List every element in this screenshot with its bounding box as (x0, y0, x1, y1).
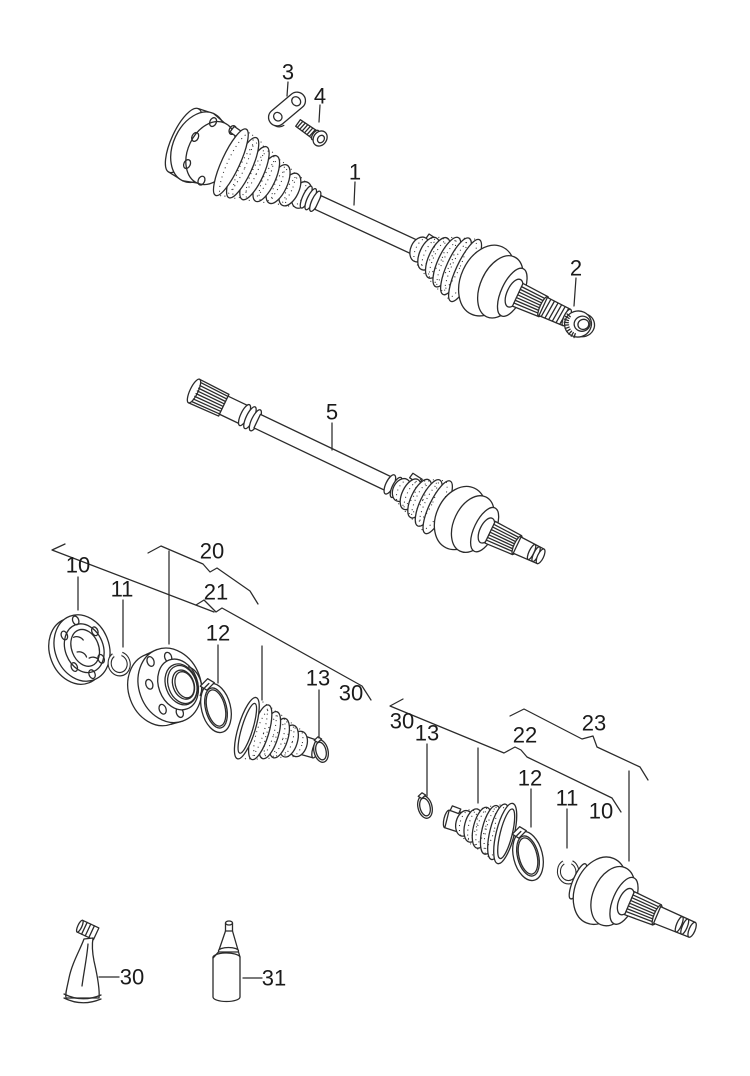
callout-left-13[interactable]: 13 (306, 666, 330, 691)
cv-joint-right-artwork (568, 856, 697, 938)
callout-right-11[interactable]: 11 (556, 786, 579, 811)
group-line-right (389, 698, 622, 813)
clamp-large-left-artwork (199, 677, 232, 734)
callout-labels: 3 4 1 2 5 10 11 20 21 12 13 30 30 13 22 … (66, 60, 613, 991)
callout-left-12[interactable]: 12 (206, 621, 230, 646)
bolt-artwork (295, 119, 328, 147)
callout-right-12[interactable]: 12 (518, 766, 542, 791)
callout-left-20[interactable]: 20 (200, 539, 224, 564)
flange-hub-artwork (127, 647, 203, 727)
callout-right-22[interactable]: 22 (513, 723, 537, 748)
cover-plate-artwork (48, 614, 111, 685)
callout-4[interactable]: 4 (314, 84, 326, 109)
callout-tube-30[interactable]: 30 (120, 965, 144, 990)
clamp-small-left-artwork (313, 736, 329, 763)
callout-right-30[interactable]: 30 (390, 709, 414, 734)
bracket-21 (195, 599, 372, 701)
callout-5[interactable]: 5 (326, 400, 338, 425)
callout-right-13[interactable]: 13 (415, 721, 439, 746)
callout-left-30[interactable]: 30 (339, 681, 363, 706)
clamp-large-right-artwork (511, 825, 544, 882)
snap-ring-left-artwork (107, 651, 131, 677)
grease-tube-artwork (63, 919, 102, 1004)
boot-right-artwork (442, 802, 518, 865)
callout-left-11[interactable]: 11 (111, 577, 134, 602)
callout-2[interactable]: 2 (570, 256, 582, 281)
bracket-20 (147, 545, 259, 605)
callout-right-10[interactable]: 10 (589, 799, 613, 824)
callout-shaft-1[interactable]: 1 (349, 160, 361, 185)
callout-left-21[interactable]: 21 (204, 580, 228, 605)
driveshaft-solid-artwork (186, 378, 546, 565)
callout-left-10[interactable]: 10 (66, 553, 90, 578)
callout-bottle-31[interactable]: 31 (262, 966, 286, 991)
spline-nut-artwork (563, 310, 596, 339)
retaining-plate-artwork (267, 91, 307, 128)
boot-left-artwork (233, 696, 321, 761)
bracket-23 (509, 708, 649, 781)
driveshaft-assembly-artwork (164, 107, 573, 327)
callout-1[interactable]: 3 (282, 60, 294, 85)
sealant-bottle-artwork (212, 920, 241, 1003)
group-line-left (51, 543, 215, 613)
snap-ring-right-artwork (556, 860, 580, 885)
callout-lines (51, 81, 649, 979)
clamp-small-right-artwork (417, 792, 433, 819)
callout-right-23[interactable]: 23 (582, 711, 606, 736)
